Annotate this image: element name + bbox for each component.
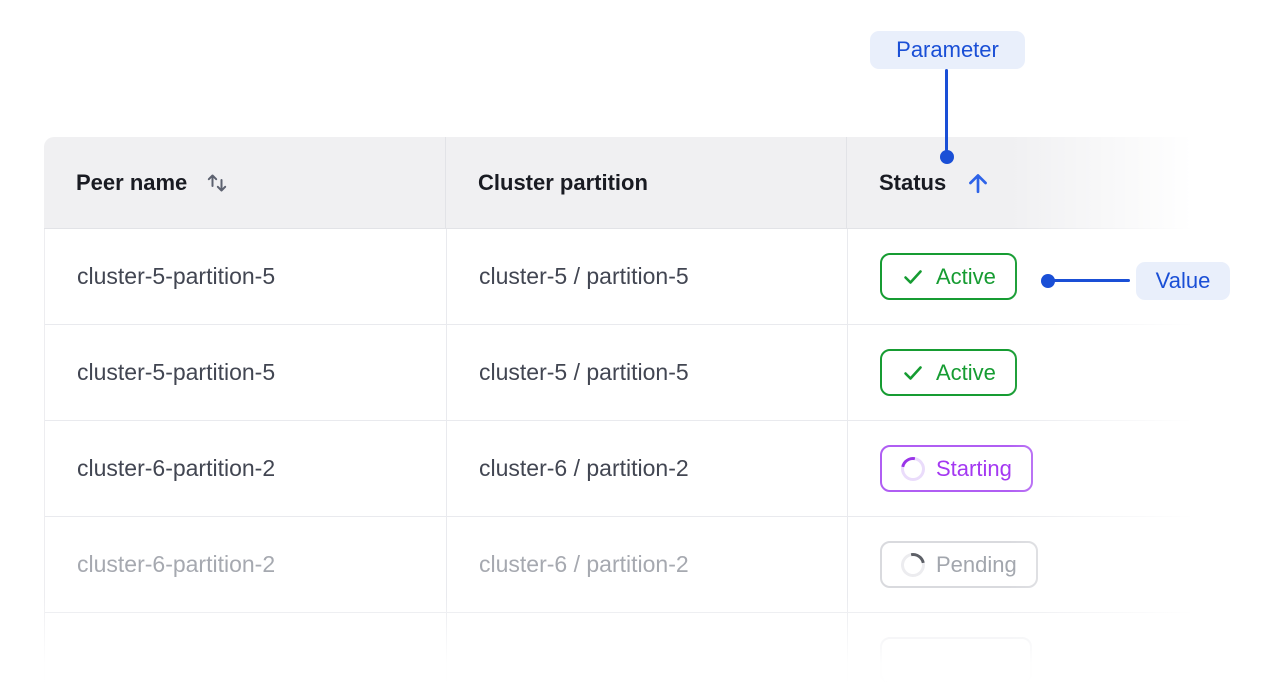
table-row: cluster-5-partition-5 cluster-5 / partit…: [45, 229, 1210, 325]
status-badge-label: Active: [936, 359, 996, 385]
cell-cluster-partition: cluster-6 / partition-2: [447, 421, 848, 516]
table-row: cluster-5-partition-5 cluster-5 / partit…: [45, 325, 1210, 421]
sort-ascending-icon[interactable]: [964, 169, 992, 197]
parameter-callout-label: Parameter: [896, 37, 999, 62]
cell-peer-name: cluster-6-partition-2: [45, 517, 447, 612]
column-header-peer-name-label: Peer name: [76, 169, 188, 195]
spinner-icon: [896, 451, 930, 486]
status-badge: Pending: [880, 541, 1038, 588]
status-badge-label: Starting: [936, 455, 1012, 481]
cell-cluster-partition: [447, 613, 848, 688]
cell-cluster-partition: cluster-6 / partition-2: [447, 517, 848, 612]
sort-both-icon[interactable]: [205, 171, 229, 195]
cell-cluster-partition: cluster-5 / partition-5: [447, 229, 848, 324]
value-callout-line: [1053, 279, 1130, 282]
status-badge: Active: [880, 253, 1017, 300]
cell-status: [848, 613, 1210, 688]
cell-peer-name: cluster-5-partition-5: [45, 325, 447, 420]
parameter-callout-pill: Parameter: [870, 31, 1025, 69]
table-row: cluster-6-partition-2 cluster-6 / partit…: [45, 421, 1210, 517]
table-body: cluster-5-partition-5 cluster-5 / partit…: [44, 229, 1210, 688]
cell-status: Active: [848, 325, 1210, 420]
status-badge: Active: [880, 349, 1017, 396]
status-badge: [880, 637, 1032, 684]
table-row: [45, 613, 1210, 688]
peers-table: Peer name Cluster partition Status cl: [44, 137, 1210, 688]
column-header-cluster-partition[interactable]: Cluster partition: [446, 137, 847, 228]
status-badge-label: Pending: [936, 551, 1017, 577]
column-header-cluster-partition-label: Cluster partition: [478, 169, 648, 195]
cell-status: Pending: [848, 517, 1210, 612]
column-header-status[interactable]: Status: [847, 137, 1210, 228]
check-icon: [904, 365, 922, 380]
column-header-status-label: Status: [879, 169, 947, 195]
cell-peer-name: cluster-6-partition-2: [45, 421, 447, 516]
status-badge-label: Active: [936, 263, 996, 289]
table-header-row: Peer name Cluster partition Status: [44, 137, 1210, 229]
check-icon: [904, 269, 922, 284]
status-badge: Starting: [880, 445, 1033, 492]
table-row: cluster-6-partition-2 cluster-6 / partit…: [45, 517, 1210, 613]
cell-status: Starting: [848, 421, 1210, 516]
value-callout-label: Value: [1155, 268, 1211, 293]
spinner-icon: [896, 547, 930, 582]
parameter-callout-line: [945, 69, 948, 151]
column-header-peer-name[interactable]: Peer name: [44, 137, 446, 228]
cell-peer-name: cluster-5-partition-5: [45, 229, 447, 324]
cell-peer-name: [45, 613, 447, 688]
cell-cluster-partition: cluster-5 / partition-5: [447, 325, 848, 420]
parameter-callout-dot: [940, 150, 954, 164]
value-callout-pill: Value: [1136, 262, 1230, 300]
